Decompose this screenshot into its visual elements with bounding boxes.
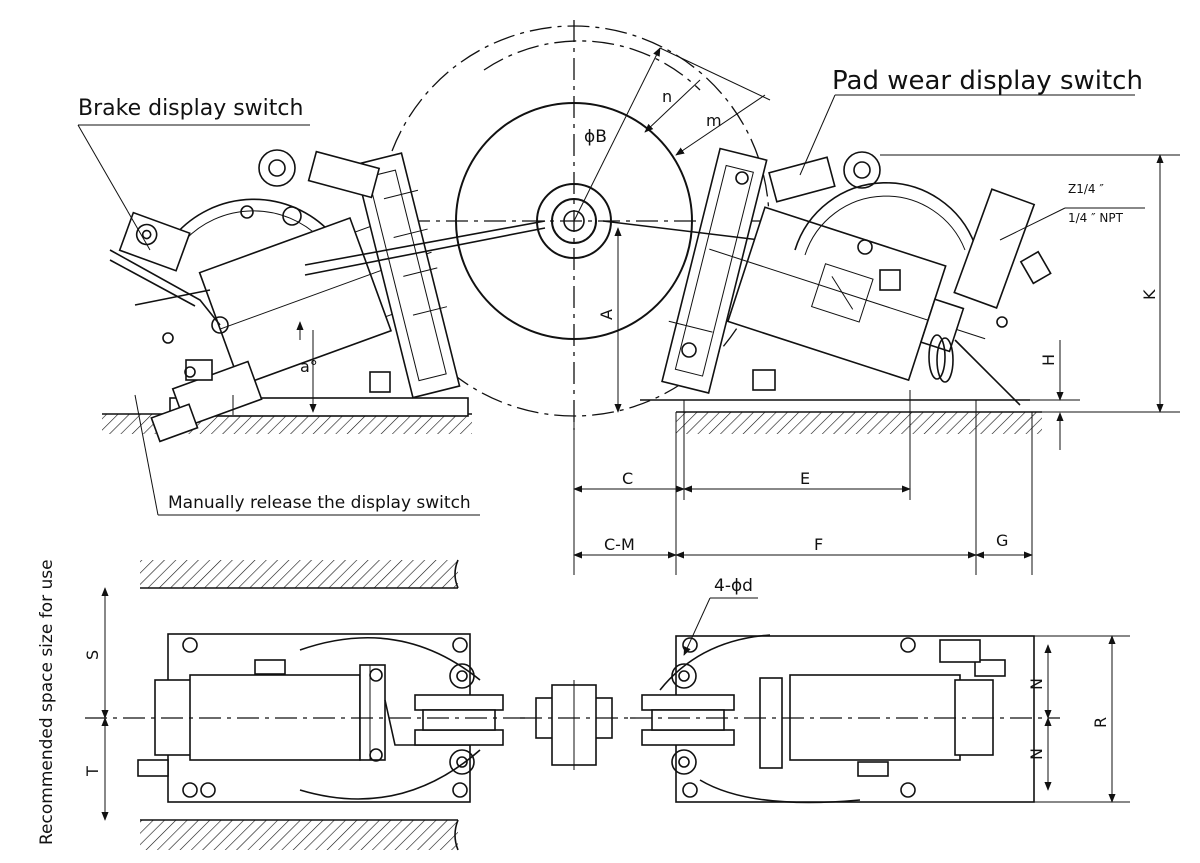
dim-G: G	[996, 531, 1008, 550]
top-view-left	[85, 559, 530, 851]
dim-m: m	[706, 111, 722, 130]
dim-E: E	[800, 469, 810, 488]
dim-H: H	[1039, 354, 1058, 366]
dim-a: a°	[300, 357, 318, 376]
dim-CM: C-M	[604, 535, 635, 554]
dim-F: F	[814, 535, 823, 554]
ground-right	[676, 411, 1042, 434]
dim-T: T	[83, 766, 102, 777]
pad-wear-display-switch-label: Pad wear display switch	[832, 66, 1143, 96]
dim-R: R	[1091, 717, 1110, 728]
left-brake-unit	[109, 149, 546, 443]
dim-phiB: ϕB	[584, 127, 607, 147]
right-brake-unit	[602, 147, 1052, 406]
dim-A: A	[597, 309, 616, 320]
recommended-space-label: Recommended space size for use	[37, 559, 57, 845]
center-disc-top	[520, 680, 630, 770]
brake-display-switch-label: Brake display switch	[78, 96, 303, 121]
top-view-right	[630, 634, 1060, 804]
dim-S: S	[83, 650, 102, 660]
dim-N-bottom: N	[1027, 748, 1046, 760]
thread-bottom-label: 1/4 ″ NPT	[1068, 211, 1124, 225]
dim-K: K	[1140, 289, 1159, 300]
dim-C: C	[622, 469, 633, 488]
manual-release-label: Manually release the display switch	[168, 493, 471, 513]
dim-n: n	[662, 87, 672, 106]
dimension-lines	[101, 47, 1180, 821]
holes-label: 4-ϕd	[714, 576, 753, 596]
leader-lines	[77, 94, 1145, 656]
dim-N-top: N	[1027, 678, 1046, 690]
thread-top-label: Z1/4 ″	[1068, 182, 1104, 196]
